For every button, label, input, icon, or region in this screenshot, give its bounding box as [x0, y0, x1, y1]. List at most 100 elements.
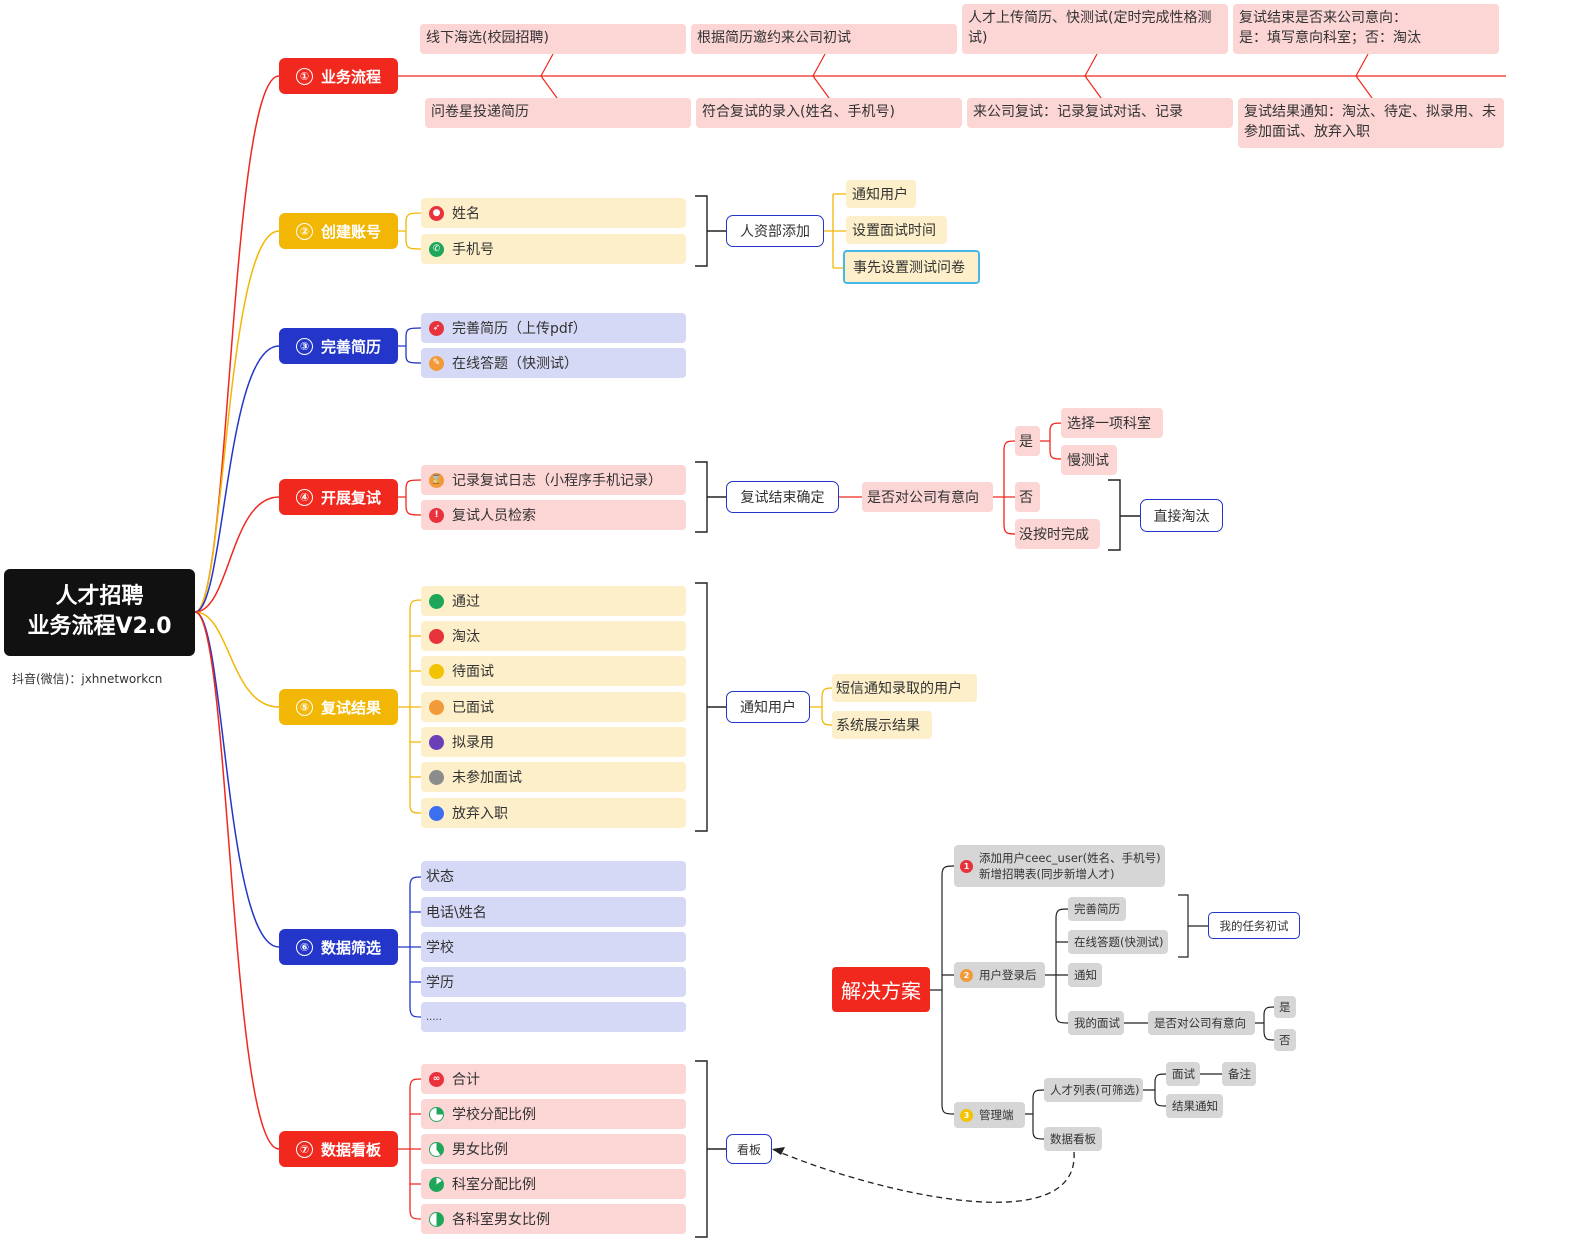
sol-my-task[interactable]: 我的任务初试 — [1208, 912, 1300, 939]
number-icon: ② — [295, 222, 313, 240]
action-notify-user[interactable]: 通知用户 — [846, 180, 916, 208]
pie-half-icon — [429, 1211, 444, 1227]
field-name[interactable]: ●姓名 — [421, 198, 686, 228]
flow-step-bottom-3: 来公司复试：记录复试对话、记录 — [967, 98, 1233, 128]
filter-status[interactable]: 状态 — [421, 861, 686, 891]
sol-online-quiz[interactable]: 在线答题(快测试) — [1068, 930, 1168, 954]
root-title-line2: 业务流程V2.0 — [27, 614, 172, 639]
result-declined[interactable]: 放弃入职 — [421, 798, 686, 828]
online-quiz-item[interactable]: ✎在线答题（快测试） — [421, 348, 686, 378]
leaf-label: 已面试 — [452, 700, 494, 716]
flow-step-top-4: 复试结束是否来公司意向： 是：填写意向科室；否：淘汰 — [1233, 4, 1499, 54]
number-icon: ④ — [295, 488, 313, 506]
dashboard-node[interactable]: 看板 — [726, 1134, 772, 1164]
rocket-icon: ➶ — [429, 320, 444, 336]
filter-phone-name[interactable]: 电话\姓名 — [421, 897, 686, 927]
sol-talent-list[interactable]: 人才列表(可筛选) — [1044, 1078, 1143, 1102]
direct-eliminate-node[interactable]: 直接淘汰 — [1140, 499, 1223, 532]
intent-no[interactable]: 否 — [1015, 482, 1040, 512]
action-set-interview-time[interactable]: 设置面试时间 — [846, 216, 947, 244]
sol-no[interactable]: 否 — [1274, 1029, 1296, 1051]
result-pending-interview[interactable]: 待面试 — [421, 656, 686, 686]
leaf-label: 科室分配比例 — [452, 1177, 536, 1193]
intent-yes[interactable]: 是 — [1015, 426, 1040, 456]
branch-label: 数据筛选 — [320, 938, 381, 957]
yellow-dot-icon — [429, 663, 444, 679]
flow-step-bottom-2: 符合复试的录入(姓名、手机号) — [696, 98, 962, 128]
number-icon: ① — [295, 67, 313, 85]
result-absent[interactable]: 未参加面试 — [421, 762, 686, 792]
leaf-label: 男女比例 — [452, 1142, 508, 1158]
filter-education[interactable]: 学历 — [421, 967, 686, 997]
retest-search-item[interactable]: !复试人员检索 — [421, 500, 686, 530]
solution-node[interactable]: 解决方案 — [832, 967, 930, 1012]
blue-dot-icon — [429, 805, 444, 821]
system-show-result[interactable]: 系统展示结果 — [832, 711, 932, 739]
alert-icon: ! — [429, 507, 444, 523]
sol-interview[interactable]: 面试 — [1166, 1062, 1200, 1086]
leaf-label: 各科室男女比例 — [452, 1212, 550, 1228]
result-pass[interactable]: 通过 — [421, 586, 686, 616]
number-icon: 1 — [960, 859, 973, 873]
result-to-hire[interactable]: 拟录用 — [421, 727, 686, 757]
leaf-label: 手机号 — [452, 242, 494, 258]
sol-note[interactable]: 备注 — [1222, 1062, 1256, 1086]
dash-total[interactable]: ∞ 合计 — [421, 1064, 686, 1094]
not-on-time[interactable]: 没按时完成 — [1015, 519, 1100, 549]
phone-icon: ✆ — [429, 241, 444, 257]
filter-more[interactable]: ..... — [421, 1002, 686, 1032]
flow-step-top-1: 线下海选(校园招聘) — [420, 24, 686, 54]
sol-intent-question[interactable]: 是否对公司有意向 — [1148, 1011, 1255, 1035]
notify-user-node[interactable]: 通知用户 — [726, 691, 810, 723]
filter-school[interactable]: 学校 — [421, 932, 686, 962]
sol-complete-resume[interactable]: 完善简历 — [1068, 897, 1126, 921]
result-interviewed[interactable]: 已面试 — [421, 692, 686, 722]
flow-step-bottom-1: 问卷星投递简历 — [425, 98, 691, 128]
dash-dept-gender-ratio[interactable]: 各科室男女比例 — [421, 1204, 686, 1234]
result-eliminated[interactable]: 淘汰 — [421, 621, 686, 651]
hr-add-node[interactable]: 人资部添加 — [726, 215, 824, 247]
green-dot-icon — [429, 593, 444, 609]
sol-my-interview[interactable]: 我的面试 — [1068, 1011, 1124, 1035]
red-dot-icon — [429, 628, 444, 644]
dash-dept-ratio[interactable]: 科室分配比例 — [421, 1169, 686, 1199]
solution-step-1[interactable]: 1 添加用户ceec_user(姓名、手机号) 新增招聘表(同步新增人才) — [954, 845, 1165, 887]
leaf-label: 学校分配比例 — [452, 1107, 536, 1123]
sol-data-board[interactable]: 数据看板 — [1044, 1127, 1102, 1151]
leaf-label: 姓名 — [452, 206, 480, 222]
branch-data-filter[interactable]: ⑥ 数据筛选 — [279, 929, 398, 965]
hundred-icon: ∞ — [429, 1071, 444, 1087]
sms-notify[interactable]: 短信通知录取的用户 — [832, 674, 977, 702]
flow-step-top-2: 根据简历邀约来公司初试 — [691, 24, 957, 54]
sol-yes[interactable]: 是 — [1274, 996, 1296, 1018]
hourglass-icon: ⌛ — [429, 472, 444, 488]
field-phone[interactable]: ✆ 手机号 — [421, 234, 686, 264]
choose-dept[interactable]: 选择一项科室 — [1061, 408, 1163, 438]
intent-question[interactable]: 是否对公司有意向 — [862, 482, 993, 512]
retest-confirm-node[interactable]: 复试结束确定 — [726, 481, 839, 513]
retest-log-item[interactable]: ⌛ 记录复试日志（小程序手机记录） — [421, 465, 686, 495]
complete-resume-item[interactable]: ➶完善简历（上传pdf） — [421, 313, 686, 343]
action-preset-test[interactable]: 事先设置测试问卷 — [843, 250, 980, 284]
dash-gender-ratio[interactable]: 男女比例 — [421, 1134, 686, 1164]
leaf-label: 记录复试日志（小程序手机记录） — [452, 473, 662, 489]
gray-dot-icon — [429, 769, 444, 785]
step-label: 用户登录后 — [979, 968, 1037, 982]
sol-result-notify[interactable]: 结果通知 — [1166, 1094, 1223, 1118]
slow-test[interactable]: 慢测试 — [1061, 445, 1117, 475]
pie-quarter-icon — [429, 1106, 444, 1122]
number-icon: ⑥ — [295, 938, 313, 956]
dash-school-ratio[interactable]: 学校分配比例 — [421, 1099, 686, 1129]
sol-notify[interactable]: 通知 — [1068, 963, 1102, 987]
leaf-label: 放弃入职 — [452, 806, 508, 822]
leaf-label: 合计 — [452, 1072, 480, 1088]
